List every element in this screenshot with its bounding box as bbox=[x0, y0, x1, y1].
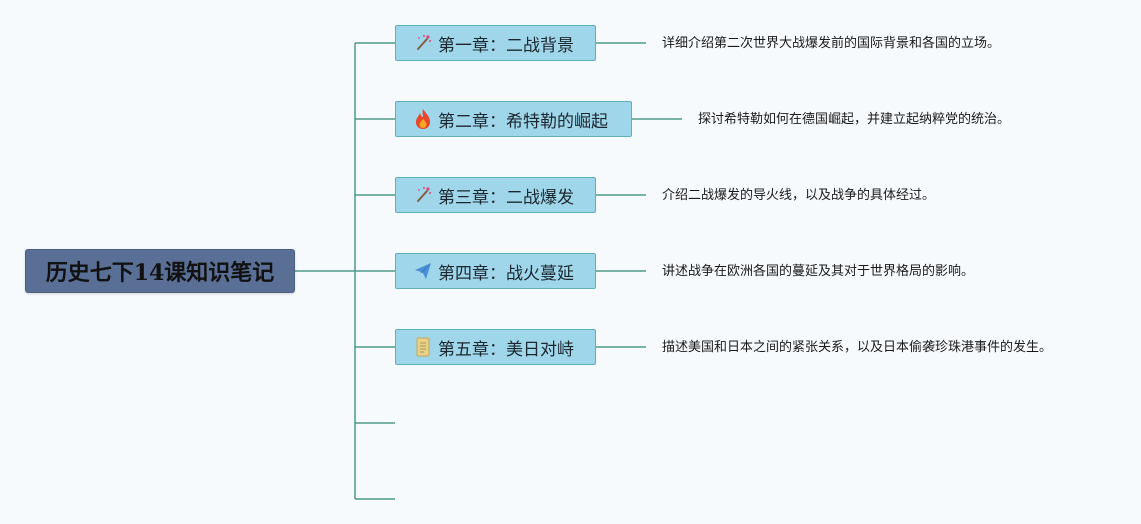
topic-label: 第二章：希特勒的崛起 bbox=[438, 111, 608, 132]
topic-chapter-1[interactable]: 第一章：二战背景 bbox=[395, 25, 596, 61]
paper-plane-icon bbox=[412, 260, 434, 282]
topic-description: 详细介绍第二次世界大战爆发前的国际背景和各国的立场。 bbox=[662, 36, 1001, 51]
topic-label: 第三章：二战爆发 bbox=[438, 187, 574, 208]
topic-label: 第一章：二战背景 bbox=[438, 35, 574, 56]
fire-icon bbox=[412, 108, 434, 130]
topic-description: 介绍二战爆发的导火线，以及战争的具体经过。 bbox=[662, 188, 936, 203]
topic-description: 讲述战争在欧洲各国的蔓延及其对于世界格局的影响。 bbox=[662, 264, 975, 279]
magic-wand-icon bbox=[412, 32, 434, 54]
magic-wand-icon bbox=[412, 184, 434, 206]
topic-label: 第四章：战火蔓延 bbox=[438, 263, 574, 284]
topic-chapter-2[interactable]: 第二章：希特勒的崛起 bbox=[395, 101, 632, 137]
topic-label: 第五章：美日对峙 bbox=[438, 339, 574, 360]
topic-chapter-4[interactable]: 第四章：战火蔓延 bbox=[395, 253, 596, 289]
topic-chapter-5[interactable]: 第五章：美日对峙 bbox=[395, 329, 596, 365]
root-title: 历史七下14课知识笔记 bbox=[45, 260, 275, 286]
scroll-icon bbox=[412, 336, 434, 358]
topic-chapter-3[interactable]: 第三章：二战爆发 bbox=[395, 177, 596, 213]
topic-description: 探讨希特勒如何在德国崛起，并建立起纳粹党的统治。 bbox=[698, 112, 1011, 127]
root-topic[interactable]: 历史七下14课知识笔记 bbox=[25, 249, 295, 293]
topic-description: 描述美国和日本之间的紧张关系，以及日本偷袭珍珠港事件的发生。 bbox=[662, 340, 1053, 355]
